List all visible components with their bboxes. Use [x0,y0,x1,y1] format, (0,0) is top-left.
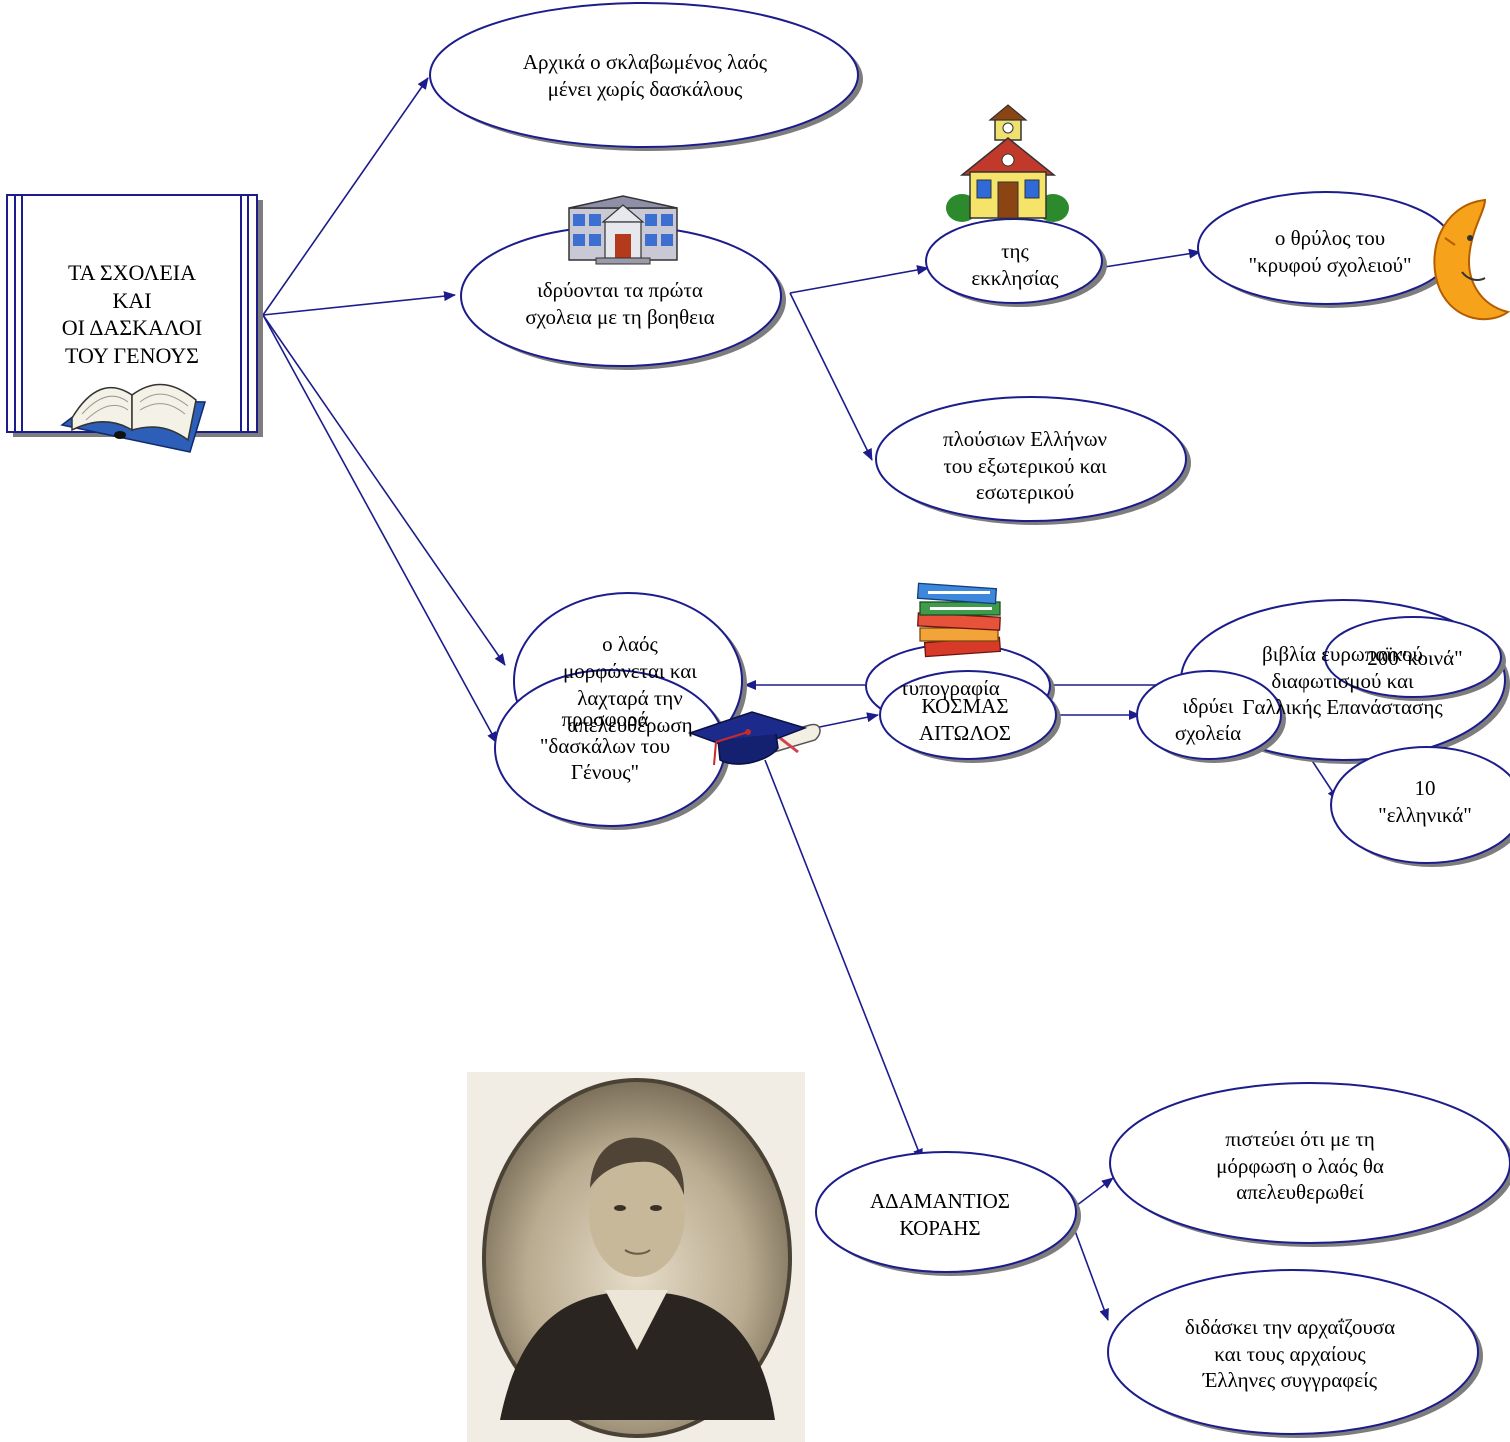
node-korais-shape [815,1151,1077,1273]
node-kosmas-shape [879,670,1057,760]
book-icon [60,383,207,453]
books-stack-icon [916,582,1002,658]
arrow-first-schools-to-rich-greeks [789,292,873,461]
node-koina-shape [1324,616,1502,698]
graduation-cap-icon [687,711,821,766]
node-church-shape [925,218,1103,304]
church-school-icon [946,104,1069,222]
arrow-church-to-secret-school [1097,248,1201,269]
node-initially-shape [429,2,859,148]
node-founds-schools-shape [1136,670,1282,760]
root-node-box [6,194,263,437]
node-secret-school-shape [1197,191,1455,305]
school-building-icon [568,195,678,265]
node-ellinika-shape [1330,746,1510,864]
arrow-root-to-people-educated [262,314,506,666]
arrow-first-schools-to-church [789,265,929,294]
arrow-teachers-to-korais [764,759,923,1161]
node-teachers-offer-shape [494,669,726,827]
node-korais-belief-shape [1109,1082,1510,1244]
arrow-root-to-teachers-offer [262,314,498,744]
arrow-root-to-first-schools [262,291,456,316]
moon-icon [1433,198,1510,321]
portrait-image [467,1072,805,1442]
arrow-root-to-initially [262,77,429,316]
node-rich-greeks-shape [875,396,1187,522]
node-korais-teaches-shape [1107,1269,1479,1435]
